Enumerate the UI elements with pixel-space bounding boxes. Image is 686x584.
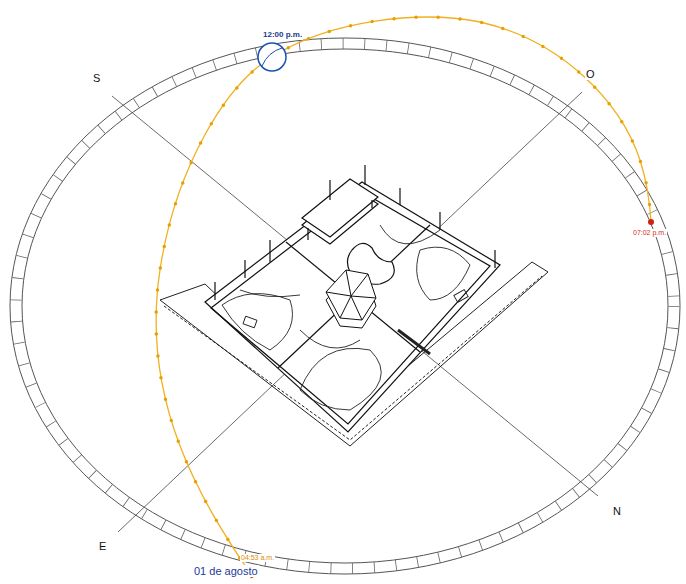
time-label: 12:00 p.m.: [262, 31, 303, 40]
pavilion: [302, 179, 378, 244]
date-label: 01 de agosto: [193, 565, 259, 577]
compass-axes: [112, 92, 598, 532]
sun-path: [156, 17, 651, 576]
compass-label: E: [98, 540, 107, 552]
kiosk: [326, 270, 376, 328]
light-poles: [215, 165, 495, 300]
compass-label: N: [612, 505, 622, 517]
time-label: 07:02 p.m.: [632, 229, 667, 237]
compass-label: O: [585, 68, 596, 80]
garden-beds: [222, 225, 470, 410]
sun-symbol-arc: [262, 48, 282, 66]
sunset-marker: [648, 219, 654, 225]
time-label: 04:53 a.m.: [240, 554, 275, 562]
compass-ring: [10, 38, 680, 574]
building-platform: [205, 182, 500, 432]
compass-label: S: [92, 72, 101, 84]
sun-symbol: [258, 43, 286, 71]
